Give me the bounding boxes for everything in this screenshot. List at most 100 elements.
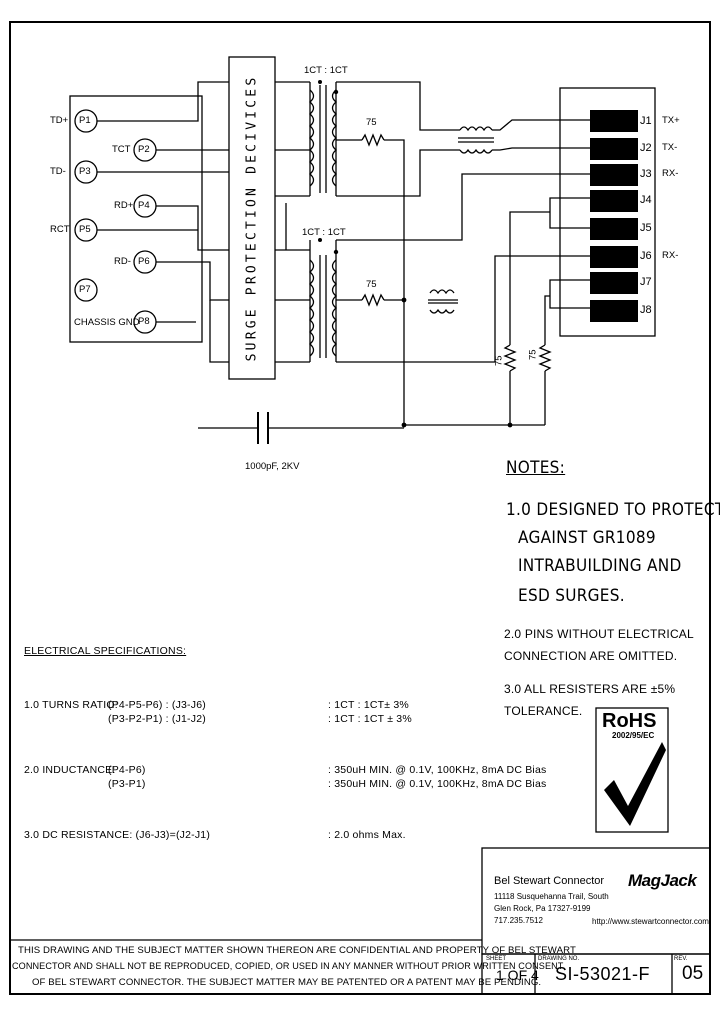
jack-j7-id: J7: [640, 276, 652, 288]
resistor-left-vertical-label: 75: [493, 355, 505, 367]
pin-p8-id: P8: [138, 316, 150, 327]
jack-j6-id: J6: [640, 250, 652, 262]
jack-j3-signal: RX-: [662, 168, 679, 179]
note-2-line-2: CONNECTION ARE OMITTED.: [504, 649, 678, 663]
top-primary-coil: [309, 89, 315, 187]
spec-turns-row-2-value: : 1CT : 1CT ± 3%: [328, 713, 412, 725]
jack-j2-id: J2: [640, 142, 652, 154]
brand-logo: MagJack: [628, 871, 697, 890]
spec-title: ELECTRICAL SPECIFICATIONS:: [24, 645, 187, 657]
jack-j6-signal: RX-: [662, 250, 679, 261]
pin-p5-signal: RCT: [50, 224, 70, 235]
choke2-top-coil: [429, 289, 455, 295]
spec-dc-resistance-label: 3.0 DC RESISTANCE: (J6-J3)=(J2-J1): [24, 829, 211, 841]
company-address-1: 11118 Susquehanna Trail, South: [494, 892, 609, 901]
spec-inductance-row-2-value: : 350uH MIN. @ 0.1V, 100KHz, 8mA DC Bias: [328, 778, 547, 790]
resistor-75-vertical-left: [503, 344, 517, 372]
rev-label: REV.: [674, 956, 688, 962]
note-3-line-2: TOLERANCE.: [504, 704, 583, 718]
choke-top-coil: [459, 126, 493, 132]
company-url: http://www.stewartconnector.com: [592, 917, 709, 926]
surge-protection-block: [228, 56, 276, 380]
spec-dc-resistance-value: : 2.0 ohms Max.: [328, 829, 406, 841]
jack-block: [559, 87, 656, 337]
pin-p3-id: P3: [79, 166, 91, 177]
jack-j3-id: J3: [640, 168, 652, 180]
jack-j2-signal: TX-: [662, 142, 678, 153]
notes-title: NOTES:: [506, 458, 566, 478]
disclaimer-line-3: OF BEL STEWART CONNECTOR. THE SUBJECT MA…: [32, 977, 542, 988]
drawing-no-label: DRAWING NO.: [538, 956, 580, 962]
spec-turns-row-1-value: : 1CT : 1CT± 3%: [328, 699, 409, 711]
rohs-badge: [595, 707, 669, 833]
note-3-line-1: 3.0 ALL RESISTERS ARE ±5%: [504, 682, 676, 696]
choke-bottom-coil: [459, 148, 493, 154]
pin-p1-signal: TD+: [50, 115, 69, 126]
resistor-75-bottom: [361, 293, 385, 307]
pin-p4-signal: RD+: [114, 200, 134, 211]
pin-p3-signal: TD-: [50, 166, 66, 177]
resistor-top-label: 75: [366, 117, 377, 128]
title-block-company: [481, 847, 711, 955]
jack-j1-signal: TX+: [662, 115, 680, 126]
left-pin-block: [69, 95, 203, 343]
pin-p5-id: P5: [79, 224, 91, 235]
bottom-primary-coil: [309, 259, 315, 357]
jack-j8-id: J8: [640, 304, 652, 316]
transformer-top-ratio: 1CT : 1CT: [304, 65, 348, 76]
jack-contact-j8: [590, 300, 638, 322]
top-secondary-coil: [331, 89, 337, 187]
pin-p4-id: P4: [138, 200, 150, 211]
spec-turns-label: 1.0 TURNS RATIO:: [24, 699, 118, 711]
choke2-bottom-coil: [429, 308, 455, 314]
jack-j1-id: J1: [640, 115, 652, 127]
disclaimer-line-1: THIS DRAWING AND THE SUBJECT MATTER SHOW…: [18, 945, 576, 956]
spec-turns-row-2-pins: (P3-P2-P1) : (J1-J2): [108, 713, 206, 725]
sheet-value: 1 OF 4: [496, 967, 539, 983]
pin-p8-signal: CHASSIS GND: [74, 317, 140, 328]
disclaimer-line-2: CONNECTOR AND SHALL NOT BE REPRODUCED, C…: [12, 961, 564, 971]
jack-contact-j1: [590, 110, 638, 132]
company-phone: 717.235.7512: [494, 916, 543, 925]
jack-j5-id: J5: [640, 222, 652, 234]
spec-inductance-row-1-pins: (P4-P6): [108, 764, 146, 776]
pin-p6-id: P6: [138, 256, 150, 267]
jack-contact-j7: [590, 272, 638, 294]
note-2-line-1: 2.0 PINS WITHOUT ELECTRICAL: [504, 627, 694, 641]
surge-block-label: SURGE PROTECTION DECIVICES: [244, 74, 260, 362]
sheet-label: SHEET: [486, 956, 507, 962]
note-1-line-1: 1.0 DESIGNED TO PROTECT: [506, 500, 720, 520]
resistor-75-vertical-right: [538, 344, 552, 372]
pin-p2-id: P2: [138, 144, 150, 155]
rohs-subtitle: 2002/95/EC: [612, 731, 655, 740]
resistor-right-vertical-label: 75: [527, 349, 539, 361]
pin-p6-signal: RD-: [114, 256, 131, 267]
resistor-bottom-label: 75: [366, 279, 377, 290]
jack-contact-j3: [590, 164, 638, 186]
spec-turns-row-1-pins: (P4-P5-P6) : (J3-J6): [108, 699, 206, 711]
spec-inductance-row-1-value: : 350uH MIN. @ 0.1V, 100KHz, 8mA DC Bias: [328, 764, 547, 776]
jack-contact-j2: [590, 138, 638, 160]
pin-p2-signal: TCT: [112, 144, 131, 155]
transformer-bottom-ratio: 1CT : 1CT: [302, 227, 346, 238]
drawing-no-value: SI-53021-F: [555, 964, 651, 984]
pin-p7-id: P7: [79, 284, 91, 295]
drawing-frame: [9, 21, 711, 995]
company-name: Bel Stewart Connector: [494, 875, 605, 887]
capacitor-label: 1000pF, 2KV: [245, 461, 300, 472]
rohs-title: RoHS: [602, 710, 657, 732]
resistor-75-top: [361, 133, 385, 147]
rohs-checkmark-icon: [604, 742, 666, 826]
title-block-numbers: [481, 953, 711, 995]
pin-p7: [74, 278, 98, 302]
pin-p1-id: P1: [79, 115, 91, 126]
note-1-line-3: INTRABUILDING AND: [518, 556, 682, 576]
company-address-2: Glen Rock, Pa 17327-9199: [494, 904, 591, 913]
note-1-line-4: ESD SURGES.: [518, 586, 625, 606]
jack-contact-j5: [590, 218, 638, 240]
spec-inductance-row-2-pins: (P3-P1): [108, 778, 146, 790]
bottom-secondary-coil: [331, 259, 337, 357]
jack-j4-id: J4: [640, 194, 652, 206]
jack-contact-j4: [590, 190, 638, 212]
